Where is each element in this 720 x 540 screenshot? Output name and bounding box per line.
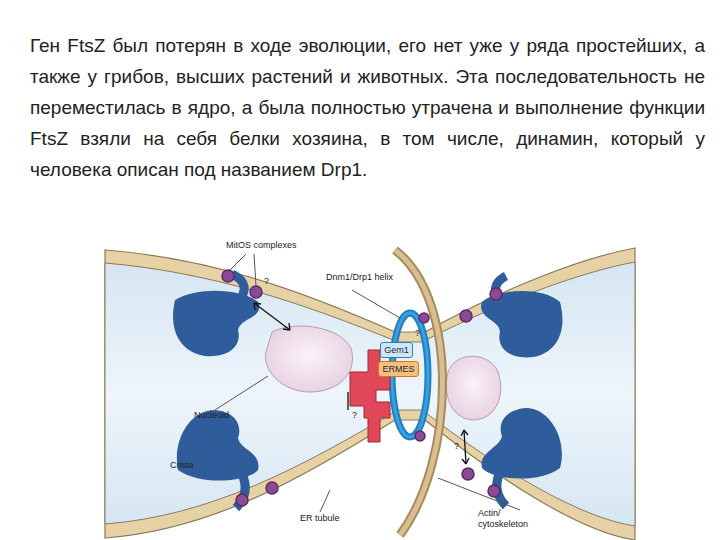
protein-name: ERMES (382, 363, 415, 375)
part-label: Nucleoid (194, 410, 254, 421)
part-label: Actin/ cytoskeleton (478, 508, 548, 530)
protein-name: Gem1 (384, 344, 409, 356)
paragraph-text: Ген FtsZ был потерян в ходе эволюции, ег… (30, 30, 705, 185)
question-mark: ? (454, 441, 464, 452)
part-label: MitOS complexes (226, 240, 316, 251)
part-label: ER tubule (300, 513, 360, 524)
part-label: Dnm1/Drp1 helix (326, 272, 398, 283)
question-mark: ? (415, 328, 425, 339)
question-mark: ? (264, 276, 274, 287)
protein-box: ERMES (378, 361, 419, 377)
part-label: Crista (170, 460, 220, 471)
protein-box: Gem1 (380, 342, 413, 358)
question-mark: ? (352, 410, 362, 421)
